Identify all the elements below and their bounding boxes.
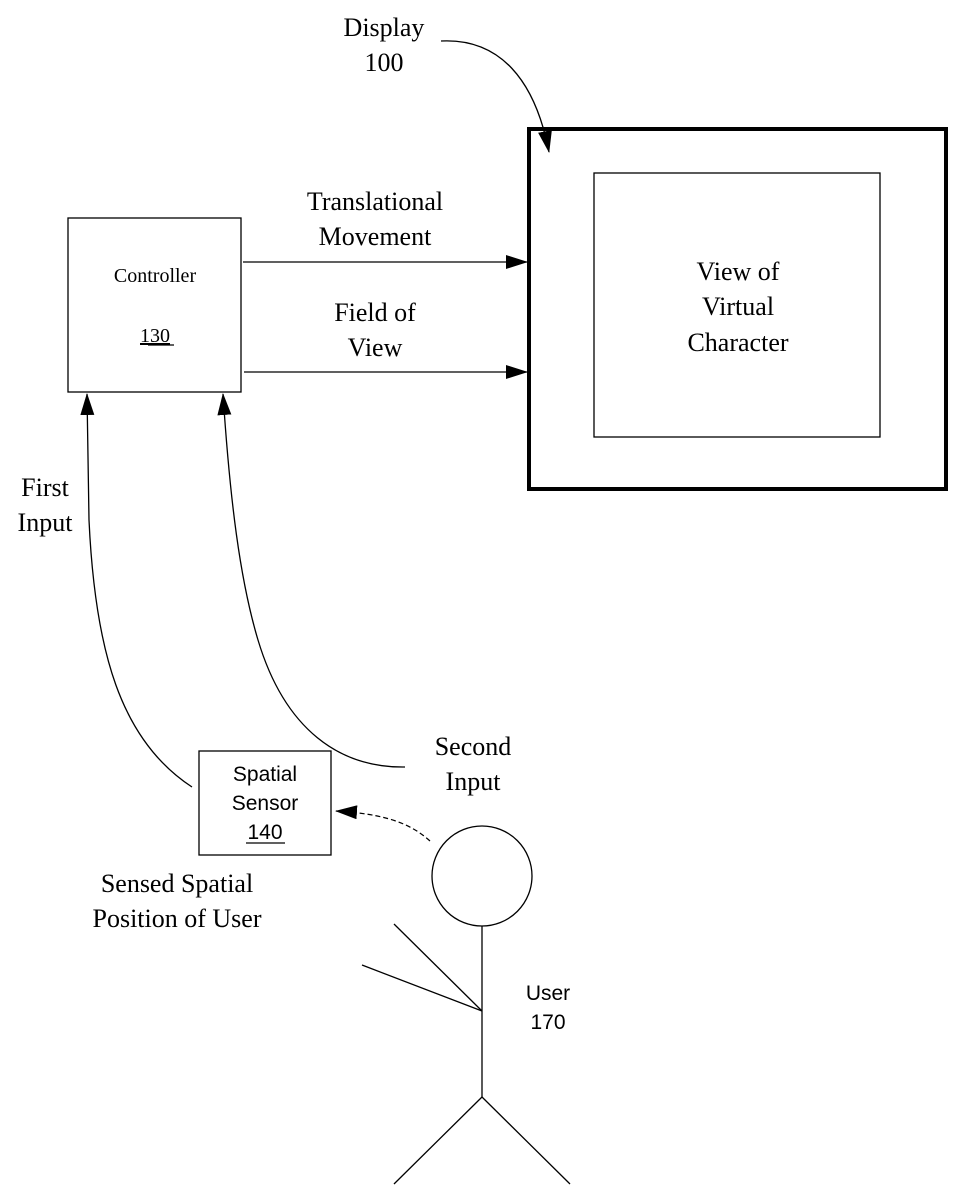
controller-box xyxy=(67,217,242,393)
translational-label-2: Movement xyxy=(319,222,432,251)
controller-ref: 130 xyxy=(140,325,170,347)
user-arm-upper xyxy=(393,923,483,1012)
sensed-position-arrow xyxy=(335,805,431,842)
user-leg-right xyxy=(481,1096,571,1185)
display-ref: 100 xyxy=(365,48,404,77)
user-label: User xyxy=(526,982,570,1005)
view-line-2: Virtual xyxy=(702,292,774,321)
view-line-1: View of xyxy=(697,257,780,286)
sensor-label-1: Spatial xyxy=(233,763,297,786)
fov-label-2: View xyxy=(348,333,403,362)
first-input-arrow xyxy=(80,393,193,788)
user-ref: 170 xyxy=(530,1011,565,1034)
spatial-sensor-box xyxy=(198,750,332,856)
display-box xyxy=(527,127,948,491)
fov-label-1: Field of xyxy=(334,298,416,327)
display-label: Display xyxy=(344,13,425,42)
view-line-3: Character xyxy=(687,328,788,357)
translational-label-1: Translational xyxy=(307,187,443,216)
user-stick-figure-icon xyxy=(361,825,571,1185)
display-pointer-arrow xyxy=(440,40,552,153)
virtual-character-view-box xyxy=(593,172,881,438)
second-input-label-2: Input xyxy=(446,767,502,796)
second-input-arrow xyxy=(217,393,406,768)
second-input-label-1: Second xyxy=(435,732,512,761)
sensor-label-2: Sensor xyxy=(232,792,299,815)
first-input-label-1: First xyxy=(21,473,69,502)
user-arm-lower xyxy=(361,964,483,1012)
controller-label: Controller xyxy=(114,265,197,287)
sensed-position-label-1: Sensed Spatial xyxy=(101,869,253,898)
sensed-position-label-2: Position of User xyxy=(93,904,262,933)
user-leg-left xyxy=(393,1096,483,1185)
user-head xyxy=(431,825,533,927)
sensor-ref: 140 xyxy=(247,821,282,844)
first-input-label-2: Input xyxy=(18,508,74,537)
